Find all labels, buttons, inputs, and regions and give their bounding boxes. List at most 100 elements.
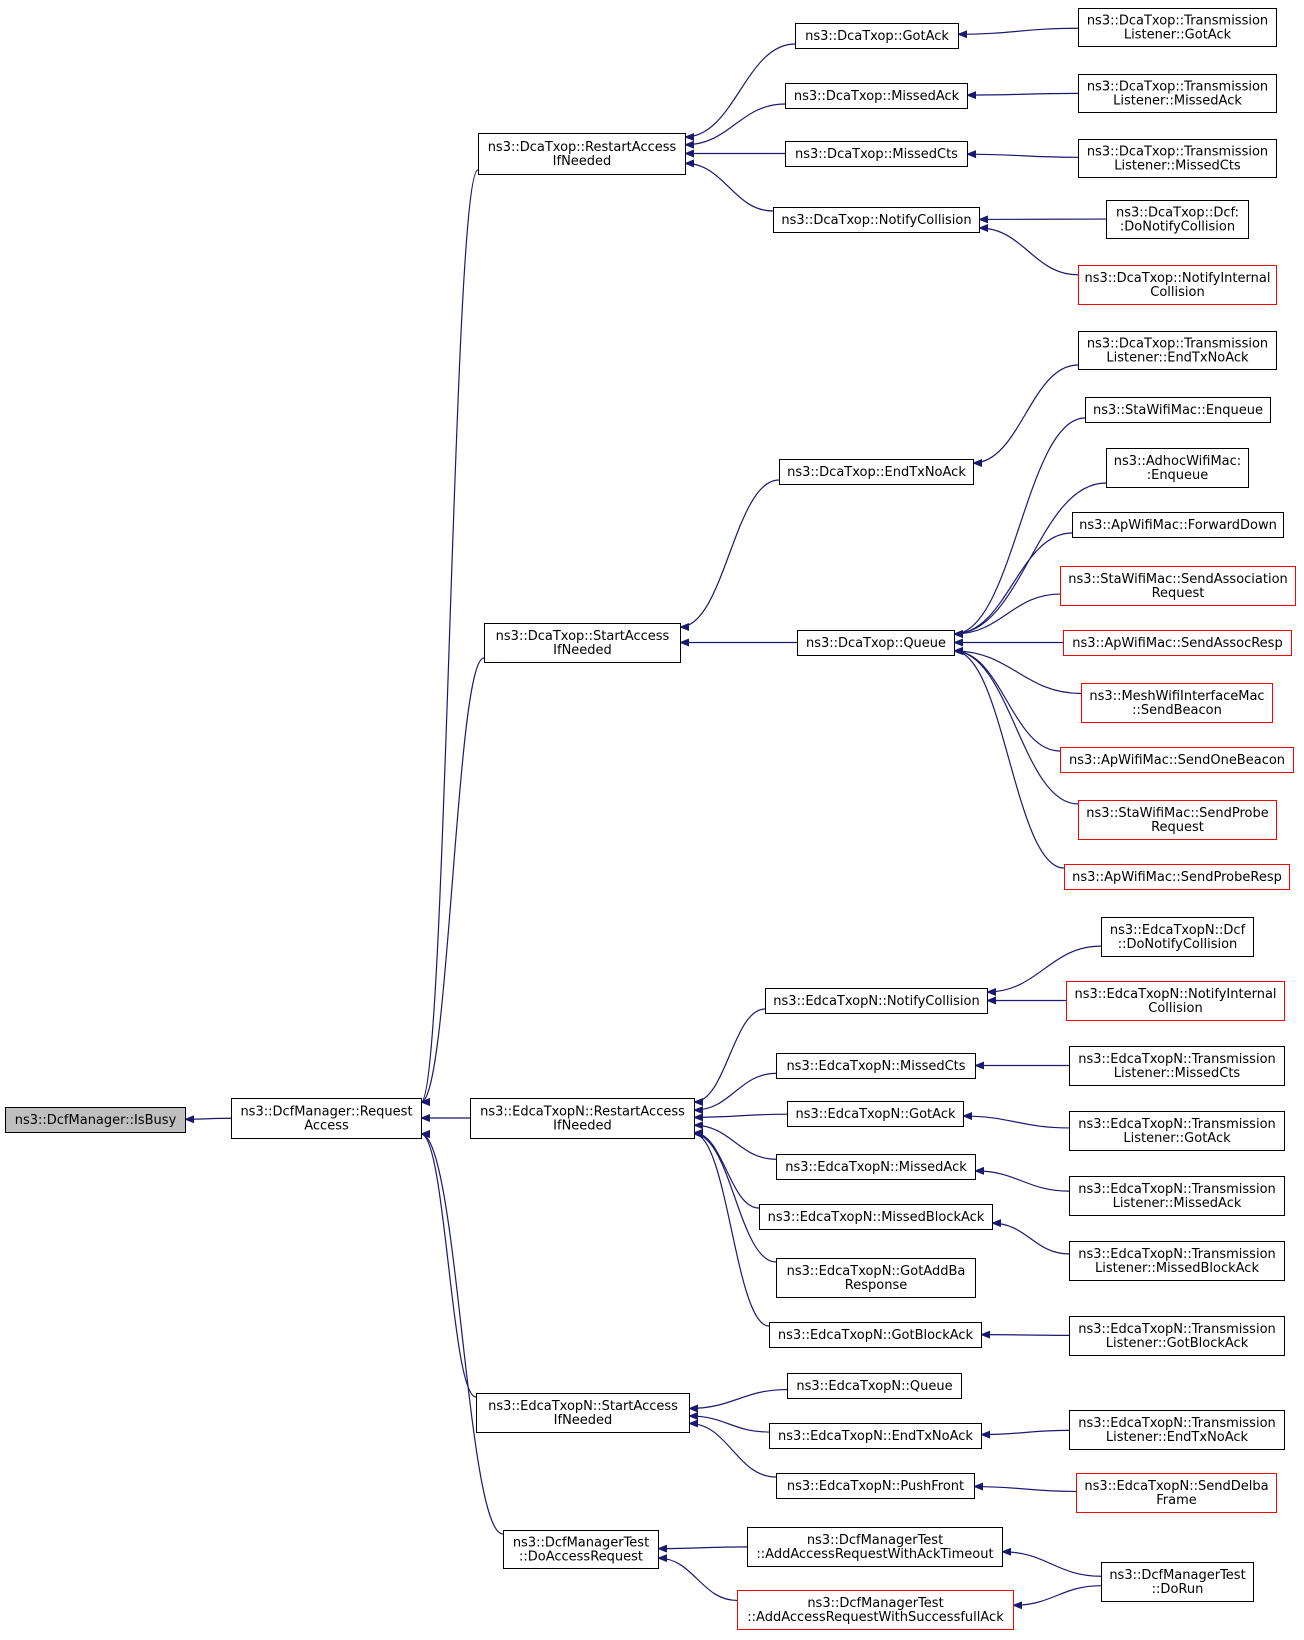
node-etl_gotblockack[interactable]: ns3::EdcaTxopN::TransmissionListener::Go… xyxy=(1069,1316,1285,1356)
node-label: ns3::StaWifiMac::Enqueue xyxy=(1093,403,1263,418)
node-box xyxy=(776,1473,975,1499)
node-dca_dcf_donotify[interactable]: ns3::DcaTxop::Dcf::DoNotifyCollision xyxy=(1106,200,1249,239)
node-edca_queue[interactable]: ns3::EdcaTxopN::Queue xyxy=(787,1373,962,1399)
node-label: IfNeeded xyxy=(553,154,612,169)
edge-mesh_sendbeacon-to-dca_queue xyxy=(953,647,1082,695)
node-etl_missedcts[interactable]: ns3::EdcaTxopN::TransmissionListener::Mi… xyxy=(1069,1046,1285,1086)
node-edca_endtxnoack[interactable]: ns3::EdcaTxopN::EndTxNoAck xyxy=(769,1423,982,1449)
node-label: ns3::EdcaTxopN::SendDelba xyxy=(1084,1479,1268,1494)
node-dca_missedcts[interactable]: ns3::DcaTxop::MissedCts xyxy=(785,141,968,167)
node-edca_missedblockack[interactable]: ns3::EdcaTxopN::MissedBlockAck xyxy=(759,1204,993,1230)
node-etl_gotack[interactable]: ns3::EdcaTxopN::TransmissionListener::Go… xyxy=(1069,1111,1285,1151)
node-label: Access xyxy=(304,1119,349,1134)
node-label: ns3::EdcaTxopN::Transmission xyxy=(1078,1247,1276,1262)
edge-dca_start-to-request xyxy=(420,657,485,1106)
node-tl_gotack[interactable]: ns3::DcaTxop::TransmissionListener::GotA… xyxy=(1078,8,1277,47)
node-edca_gotblockack[interactable]: ns3::EdcaTxopN::GotBlockAck xyxy=(769,1322,982,1348)
node-dcftest_succ[interactable]: ns3::DcfManagerTest::AddAccessRequestWit… xyxy=(737,1590,1014,1630)
node-box xyxy=(776,1258,976,1298)
node-box xyxy=(776,1053,976,1079)
edge-sta_sendassoc-to-dca_queue xyxy=(953,593,1061,638)
node-label: Listener::GotAck xyxy=(1124,28,1232,43)
node-ap_sendproberesp[interactable]: ns3::ApWifiMac::SendProbeResp xyxy=(1064,864,1290,890)
node-label: ns3::ApWifiMac::SendProbeResp xyxy=(1072,870,1282,885)
node-label: IfNeeded xyxy=(553,643,612,658)
node-label: ns3::DcfManager::IsBusy xyxy=(15,1113,177,1128)
node-edca_missedack[interactable]: ns3::EdcaTxopN::MissedAck xyxy=(776,1154,976,1180)
node-isbusy[interactable]: ns3::DcfManager::IsBusy xyxy=(5,1107,186,1133)
node-label: ns3::EdcaTxopN::GotAck xyxy=(795,1107,955,1122)
node-dca_queue[interactable]: ns3::DcaTxop::Queue xyxy=(797,630,955,656)
node-label: IfNeeded xyxy=(554,1413,613,1428)
edge-edca_start-to-request xyxy=(420,1130,477,1398)
node-adhoc_enqueue[interactable]: ns3::AdhocWifiMac::Enqueue xyxy=(1106,448,1249,488)
edge-dca_notifyinternal-to-dca_notifycoll xyxy=(978,224,1079,276)
node-tl_missedcts[interactable]: ns3::DcaTxop::TransmissionListener::Miss… xyxy=(1078,139,1277,178)
node-label: ns3::EdcaTxopN::EndTxNoAck xyxy=(778,1429,973,1444)
node-ap_forwarddown[interactable]: ns3::ApWifiMac::ForwardDown xyxy=(1072,512,1284,538)
node-label: ns3::EdcaTxopN::MissedCts xyxy=(786,1059,965,1074)
node-box xyxy=(747,1527,1003,1567)
edge-edca_queue-to-edca_start xyxy=(688,1388,788,1413)
node-edca_dcf_donotify[interactable]: ns3::EdcaTxopN::Dcf::DoNotifyCollision xyxy=(1101,917,1254,957)
node-dca_gotack[interactable]: ns3::DcaTxop::GotAck xyxy=(795,23,959,49)
node-box xyxy=(787,1373,962,1399)
edge-etl_missedblockack-to-edca_missedblockack xyxy=(991,1219,1070,1255)
edges xyxy=(184,27,1107,1610)
node-box xyxy=(231,1098,422,1139)
node-dca_endtxnoack[interactable]: ns3::DcaTxop::EndTxNoAck xyxy=(779,459,974,485)
node-label: ns3::EdcaTxopN::Queue xyxy=(796,1379,952,1394)
node-dcftest_do[interactable]: ns3::DcfManagerTest::DoAccessRequest xyxy=(503,1530,659,1569)
edge-dca_restart-to-request xyxy=(420,169,479,1106)
node-label: ns3::DcaTxop::StartAccess xyxy=(496,629,670,644)
node-box xyxy=(737,1590,1014,1630)
edge-dca_gotack-to-dca_restart xyxy=(684,43,796,141)
node-label: IfNeeded xyxy=(553,1119,612,1134)
node-tl_missedack[interactable]: ns3::DcaTxop::TransmissionListener::Miss… xyxy=(1078,74,1277,113)
node-ap_sendonebeacon[interactable]: ns3::ApWifiMac::SendOneBeacon xyxy=(1060,747,1294,773)
edge-sta_sendprobe-to-dca_queue xyxy=(953,647,1079,805)
edge-edca_notifycoll-to-edca_restart xyxy=(693,1008,766,1106)
node-edca_pushfront[interactable]: ns3::EdcaTxopN::PushFront xyxy=(776,1473,975,1499)
node-box xyxy=(1078,265,1277,305)
node-sta_enqueue[interactable]: ns3::StaWifiMac::Enqueue xyxy=(1085,397,1271,423)
node-label: ns3::AdhocWifiMac: xyxy=(1114,454,1241,469)
node-box xyxy=(785,141,968,167)
node-label: ns3::EdcaTxopN::StartAccess xyxy=(488,1399,678,1414)
node-dca_missedack[interactable]: ns3::DcaTxop::MissedAck xyxy=(785,83,968,109)
node-dca_notifycoll[interactable]: ns3::DcaTxop::NotifyCollision xyxy=(773,207,980,233)
node-tl_endtxnoack[interactable]: ns3::DcaTxop::TransmissionListener::EndT… xyxy=(1078,331,1277,370)
node-etl_missedack[interactable]: ns3::EdcaTxopN::TransmissionListener::Mi… xyxy=(1069,1176,1285,1216)
node-label: Collision xyxy=(1148,1001,1202,1016)
edge-edca_senddelba-to-edca_pushfront xyxy=(973,1482,1077,1493)
node-box xyxy=(1069,1241,1285,1281)
edge-dca_endtxnoack-to-dca_start xyxy=(679,479,780,631)
edge-edca_gotaddba-to-edca_restart xyxy=(693,1130,777,1263)
node-box xyxy=(476,1393,690,1433)
node-box xyxy=(1066,981,1285,1021)
edge-dcftest_dorun-to-dcftest_succ xyxy=(1012,1585,1102,1610)
node-mesh_sendbeacon[interactable]: ns3::MeshWifiInterfaceMac::SendBeacon xyxy=(1081,683,1273,723)
node-edca_gotack[interactable]: ns3::EdcaTxopN::GotAck xyxy=(787,1101,964,1127)
node-dcftest_dorun[interactable]: ns3::DcfManagerTest::DoRun xyxy=(1101,1562,1254,1602)
node-edca_notifycoll[interactable]: ns3::EdcaTxopN::NotifyCollision xyxy=(765,988,988,1014)
node-box xyxy=(1106,200,1249,239)
node-edca_missedcts[interactable]: ns3::EdcaTxopN::MissedCts xyxy=(776,1053,976,1079)
node-etl_missedblockack[interactable]: ns3::EdcaTxopN::TransmissionListener::Mi… xyxy=(1069,1241,1285,1281)
node-label: ::DoNotifyCollision xyxy=(1118,937,1238,952)
node-box xyxy=(773,207,980,233)
node-ap_sendassocresp[interactable]: ns3::ApWifiMac::SendAssocResp xyxy=(1063,630,1292,656)
node-dcftest_ackto[interactable]: ns3::DcfManagerTest::AddAccessRequestWit… xyxy=(747,1527,1003,1567)
node-etl_endtxnoack[interactable]: ns3::EdcaTxopN::TransmissionListener::En… xyxy=(1069,1410,1285,1450)
